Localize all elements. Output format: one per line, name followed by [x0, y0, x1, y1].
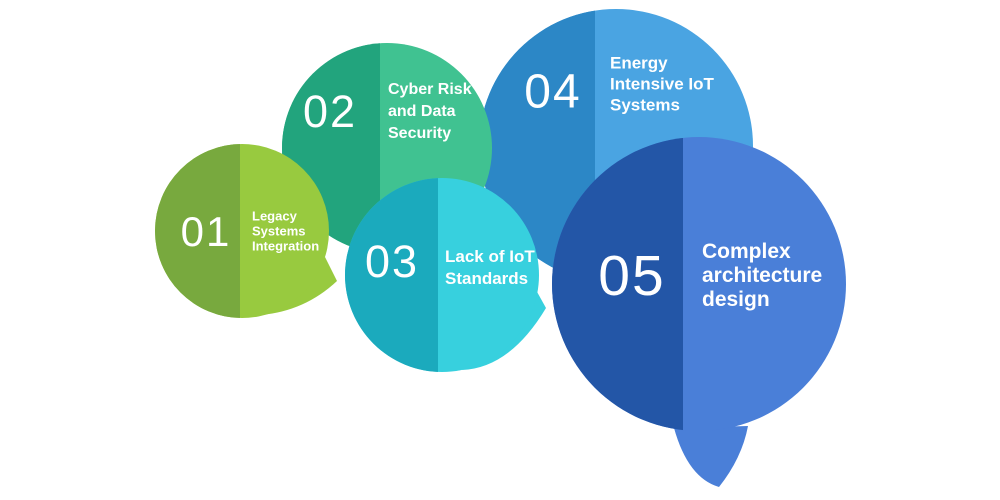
bubble-05-tail: [674, 426, 748, 487]
bubble-01-shape: [155, 144, 337, 318]
